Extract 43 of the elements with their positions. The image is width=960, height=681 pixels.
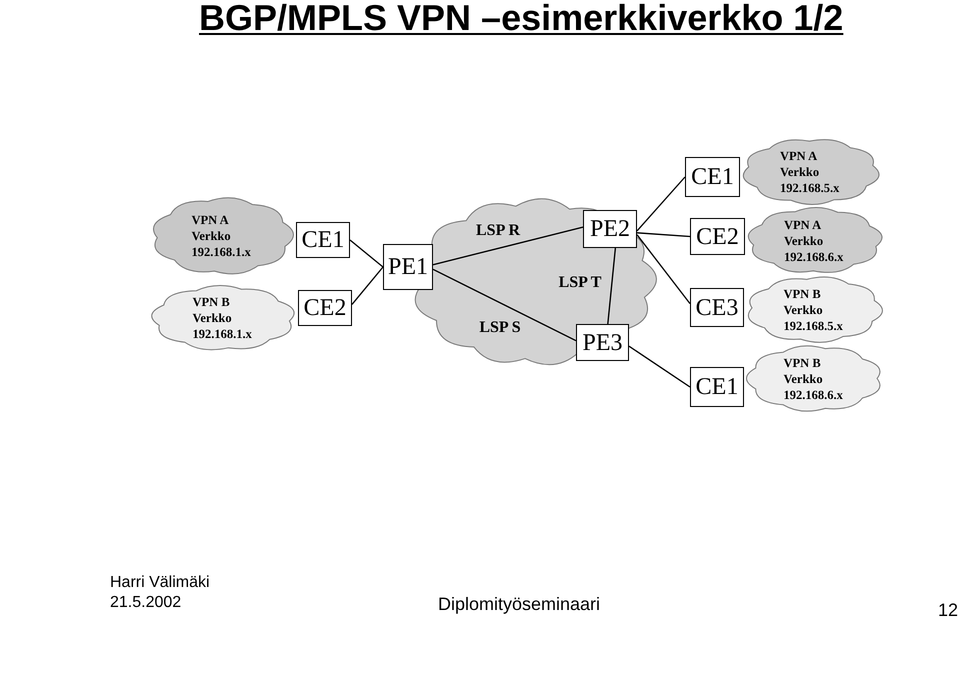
page-number: 12: [938, 600, 958, 621]
router-name: PE3: [582, 330, 622, 356]
router-box: [690, 218, 745, 255]
connection-line: [352, 266, 384, 305]
network-cloud: [745, 275, 884, 344]
connection-line: [350, 240, 384, 268]
slide-title: BGP/MPLS VPN –esimerkkiverkko 1/2: [199, 0, 844, 36]
network-label: VPN B Verkko 192.168.1.x: [192, 294, 253, 342]
network-label: VPN A Verkko 192.168.1.x: [192, 212, 252, 260]
network-label: VPN B Verkko 192.168.6.x: [784, 354, 844, 402]
date-text: 21.5.2002: [110, 594, 182, 612]
router-name: PE1: [388, 254, 428, 280]
network-cloud: [150, 196, 295, 276]
connection-line: [432, 226, 584, 266]
router-box: [583, 210, 637, 248]
connection-line: [636, 176, 686, 232]
router-name: CE1: [302, 227, 344, 253]
router-box: [685, 157, 740, 197]
router-name: CE3: [696, 294, 738, 320]
connection-line: [628, 346, 690, 388]
network-cloud: [746, 206, 884, 275]
router-box: [298, 290, 352, 326]
router-name: CE2: [304, 295, 346, 321]
network-label: VPN A Verkko 192.168.5.x: [780, 148, 840, 196]
network-label: VPN B Verkko 192.168.5.x: [784, 286, 844, 334]
footer-title: Diplomityöseminaari: [438, 594, 600, 615]
router-box: [296, 222, 350, 258]
router-box: [383, 244, 433, 290]
router-box: [690, 288, 744, 327]
router-name: CE2: [696, 224, 739, 250]
router-name: CE1: [691, 164, 734, 190]
network-cloud: [741, 137, 881, 206]
router-name: PE2: [590, 216, 630, 242]
connection-line: [636, 232, 690, 238]
connection-line: [432, 268, 576, 342]
network-label: VPN A Verkko 192.168.6.x: [784, 216, 844, 264]
author-name: Harri Välimäki: [110, 574, 210, 592]
router-name: CE1: [696, 374, 738, 400]
router-box: [690, 367, 744, 407]
connection-line: [636, 234, 691, 304]
network-cloud: [150, 284, 297, 352]
connection-line: [607, 248, 616, 324]
router-box: [576, 324, 629, 361]
